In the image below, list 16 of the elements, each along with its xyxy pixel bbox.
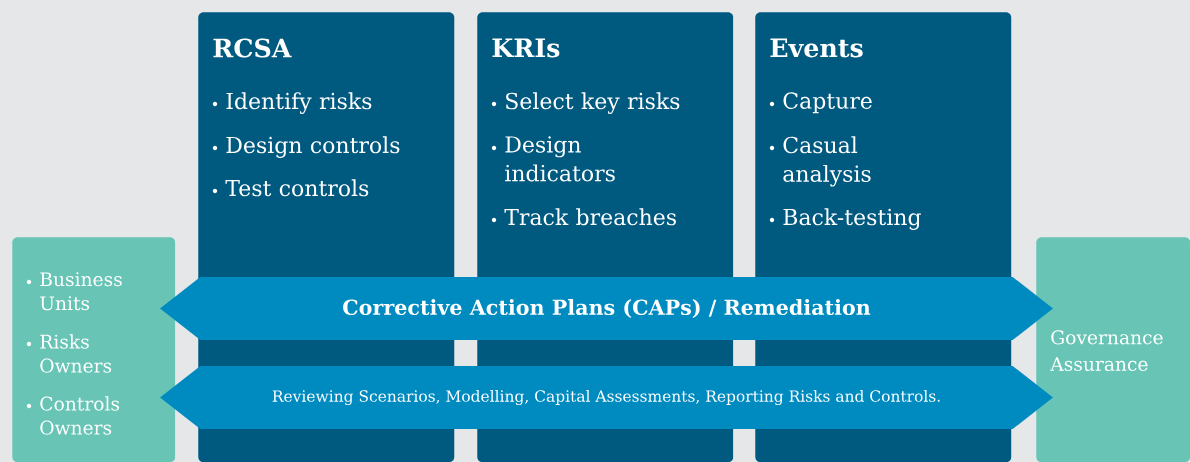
bullet-item: Business Units — [26, 272, 122, 311]
bullet-item: Casual analysis — [769, 136, 871, 187]
bullet-item: Design indicators — [491, 136, 615, 182]
bullet-item: Design controls — [212, 136, 400, 158]
panel-text: Governance Assurance — [1050, 330, 1163, 372]
column-heading: KRIs — [492, 38, 560, 58]
bullet-item: Select key risks — [491, 92, 680, 114]
bullet-item: Risks Owners — [26, 334, 112, 373]
bullet-item: Identify risks — [212, 92, 372, 114]
bullet-item: Capture — [769, 92, 872, 114]
bullet-item: Track breaches — [491, 208, 676, 226]
column-heading: RCSA — [213, 38, 292, 58]
column-heading: Events — [770, 38, 863, 58]
bullet-item: Test controls — [212, 179, 369, 197]
bullet-item: Back-testing — [769, 208, 921, 230]
bullet-item: Controls Owners — [26, 396, 120, 435]
